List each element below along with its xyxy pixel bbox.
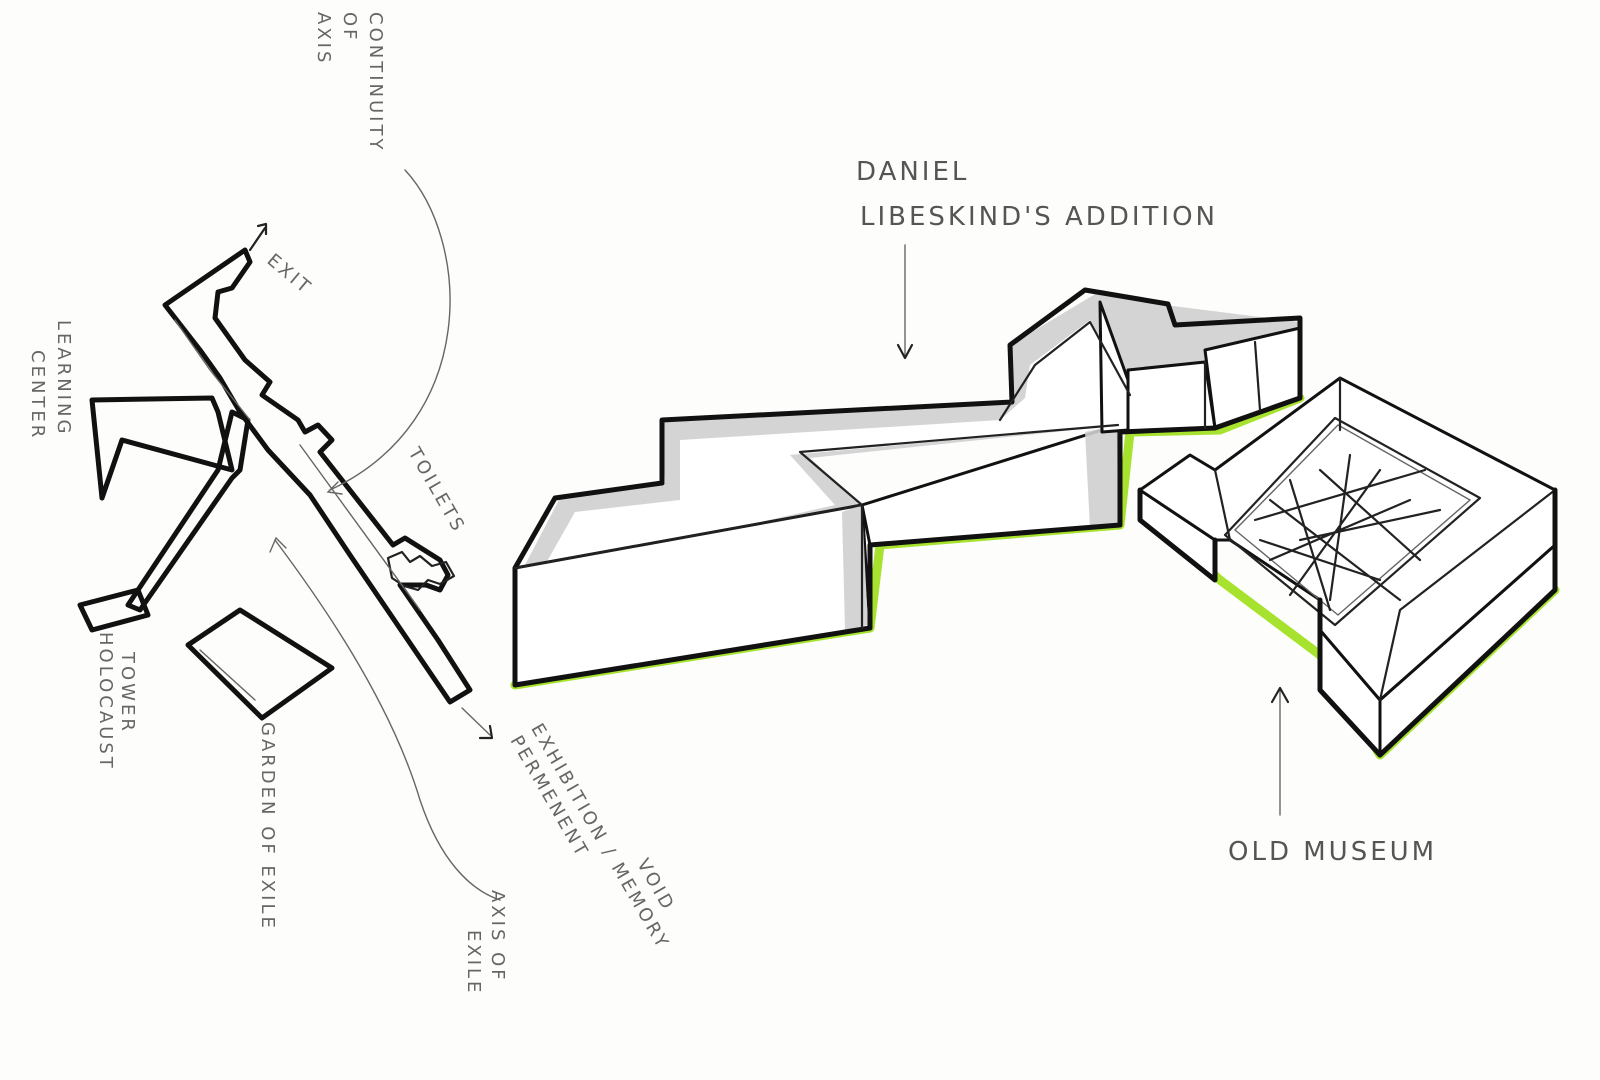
axis-exile-line-1: AXIS OF: [487, 890, 508, 983]
garden-of-exile-block: [185, 607, 335, 721]
addition-outline: [512, 287, 1303, 688]
learning-center-line-1: LEARNING: [53, 320, 74, 436]
learning-center-block: [89, 395, 235, 501]
garden-of-exile-label: GARDEN OF EXILE: [257, 722, 278, 931]
axis-continuity-leader: [329, 169, 451, 491]
old-museum-arrow: [1270, 686, 1290, 816]
holocaust-tower-label: HOLOCAUST TOWER: [95, 632, 138, 771]
holocaust-tower-line-1: HOLOCAUST: [95, 632, 116, 771]
axis-continuity-line-2: OF: [339, 12, 360, 43]
addition-arrow: [896, 244, 914, 360]
toilets-block: [386, 550, 456, 592]
old-museum-label: OLD MUSEUM: [1228, 837, 1437, 867]
exit-arrow: [248, 222, 268, 252]
axis-of-exile-label: AXIS OF EXILE: [463, 890, 508, 995]
courtyard-scribble: [1253, 453, 1442, 612]
exhibition-arrow: [461, 707, 494, 740]
addition-label-line-2: LIBESKIND'S ADDITION: [860, 202, 1218, 232]
holocaust-tower-line-2: TOWER: [117, 651, 138, 734]
learning-center-line-2: CENTER: [27, 350, 48, 440]
permanent-exhibition-label: PERMENENT EXHIBITION / MEMORY VOID: [506, 720, 679, 954]
axis-exile-line-2: EXILE: [463, 930, 484, 995]
addition-roof: [540, 320, 1130, 572]
axis-of-exile-corridor: [125, 409, 251, 613]
floor-plan-diagram: [77, 169, 501, 901]
addition-label-line-1: DANIEL: [856, 157, 969, 187]
axis-continuity-line-3: CONTINUITY: [365, 12, 386, 152]
old-museum-courtyard: [1223, 416, 1482, 627]
axis-continuity-label: AXIS OF CONTINUITY: [313, 12, 386, 152]
old-museum-outline: [1137, 487, 1558, 758]
exhibition-line-2: EXHIBITION / MEMORY: [526, 720, 673, 954]
toilets-label: TOILETS: [403, 443, 469, 537]
addition-tower-step: [1126, 360, 1217, 434]
axonometric-sketch: [510, 244, 1560, 816]
old-museum-top: [1138, 376, 1557, 702]
axis-continuity-line-1: AXIS: [313, 12, 334, 65]
axis-exile-leader: [274, 539, 501, 901]
exit-label: EXIT: [263, 250, 316, 300]
learning-center-label: LEARNING CENTER: [27, 320, 74, 440]
holocaust-tower-block: [77, 587, 151, 633]
axis-of-continuity-corridor: [162, 247, 473, 705]
